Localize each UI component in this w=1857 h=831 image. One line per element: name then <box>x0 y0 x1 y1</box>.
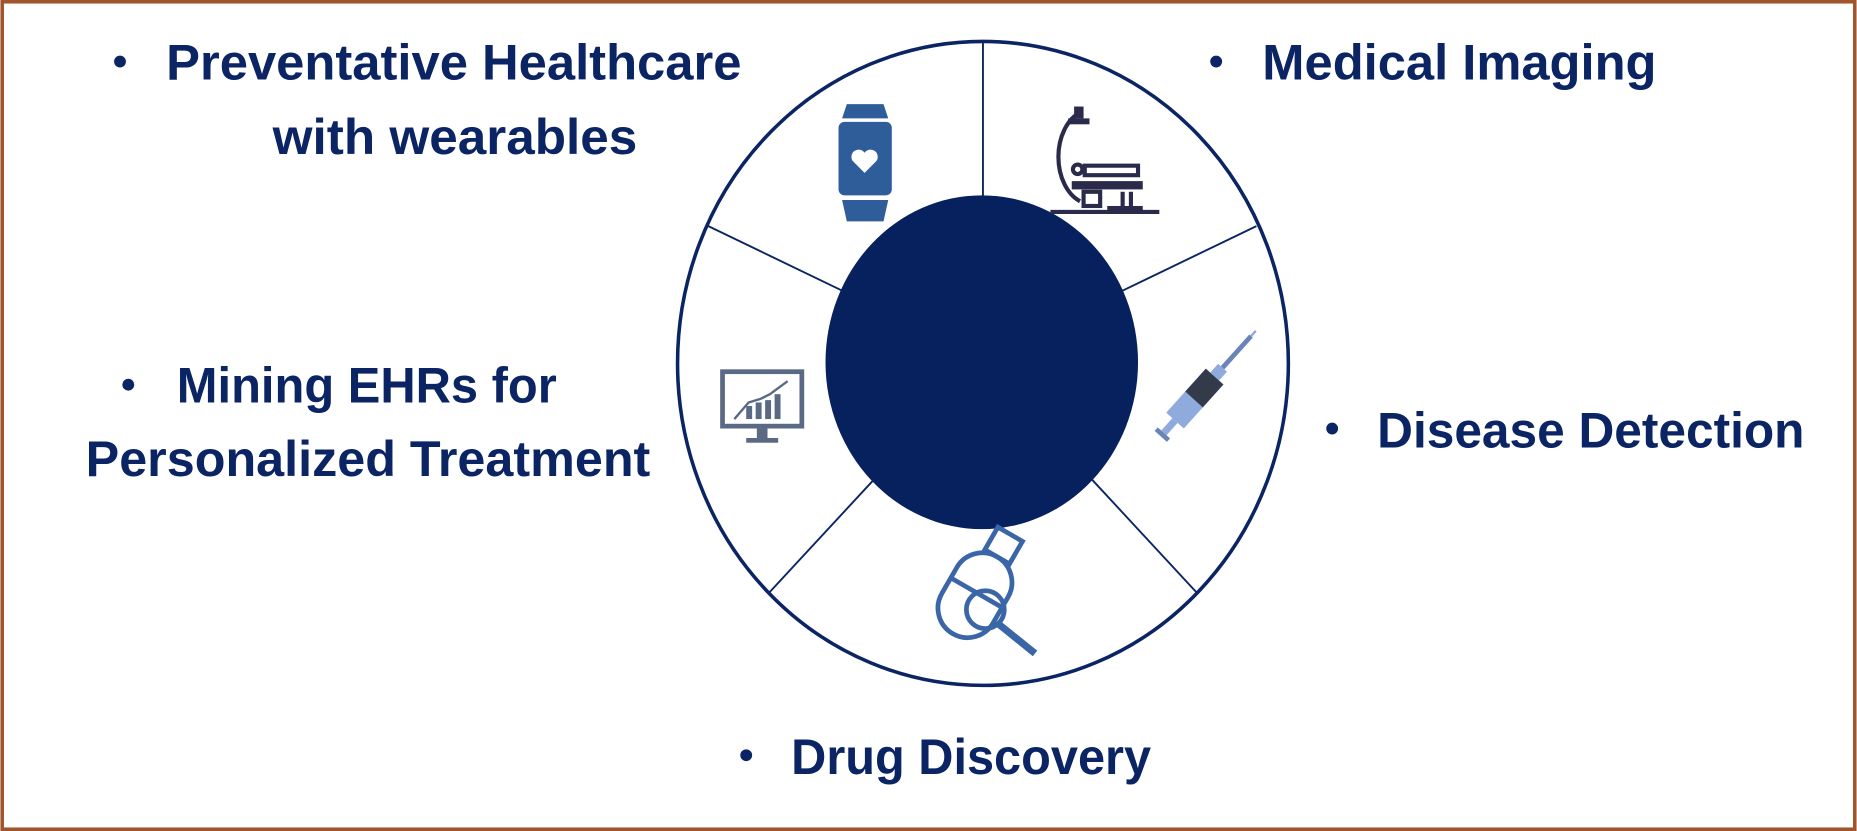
center-circle <box>825 195 1139 530</box>
syringe-icon <box>1154 330 1257 442</box>
smartwatch-heart-icon <box>838 104 892 222</box>
medical-scanner-icon <box>1050 106 1160 214</box>
segment-dividers <box>707 41 1257 593</box>
label-line: Preventative Healthcare <box>166 34 741 90</box>
divider <box>769 478 875 593</box>
label-preventative-healthcare: Preventative Healthcare with wearables <box>114 34 741 165</box>
divider <box>1121 225 1257 293</box>
bullet-icon <box>1210 55 1223 68</box>
label-line: Mining EHRs for <box>177 357 557 413</box>
bullet-icon <box>1326 422 1339 435</box>
divider <box>707 225 844 293</box>
analytics-monitor-icon <box>720 369 805 443</box>
drug-search-icon <box>935 523 1038 657</box>
label-disease-detection: Disease Detection <box>1326 402 1804 458</box>
label-drug-discovery: Drug Discovery <box>740 729 1151 785</box>
label-line: Personalized Treatment <box>86 431 651 487</box>
label-medical-imaging: Medical Imaging <box>1210 34 1657 90</box>
label-line: with wearables <box>272 109 638 165</box>
label-line: Medical Imaging <box>1262 34 1656 90</box>
bullet-icon <box>114 55 126 68</box>
divider <box>1091 478 1197 593</box>
bullet-icon <box>122 378 135 391</box>
label-line: Drug Discovery <box>791 729 1151 785</box>
label-mining-ehrs: Mining EHRs for Personalized Treatment <box>86 357 651 486</box>
label-line: Disease Detection <box>1377 402 1804 458</box>
bullet-icon <box>740 749 753 762</box>
